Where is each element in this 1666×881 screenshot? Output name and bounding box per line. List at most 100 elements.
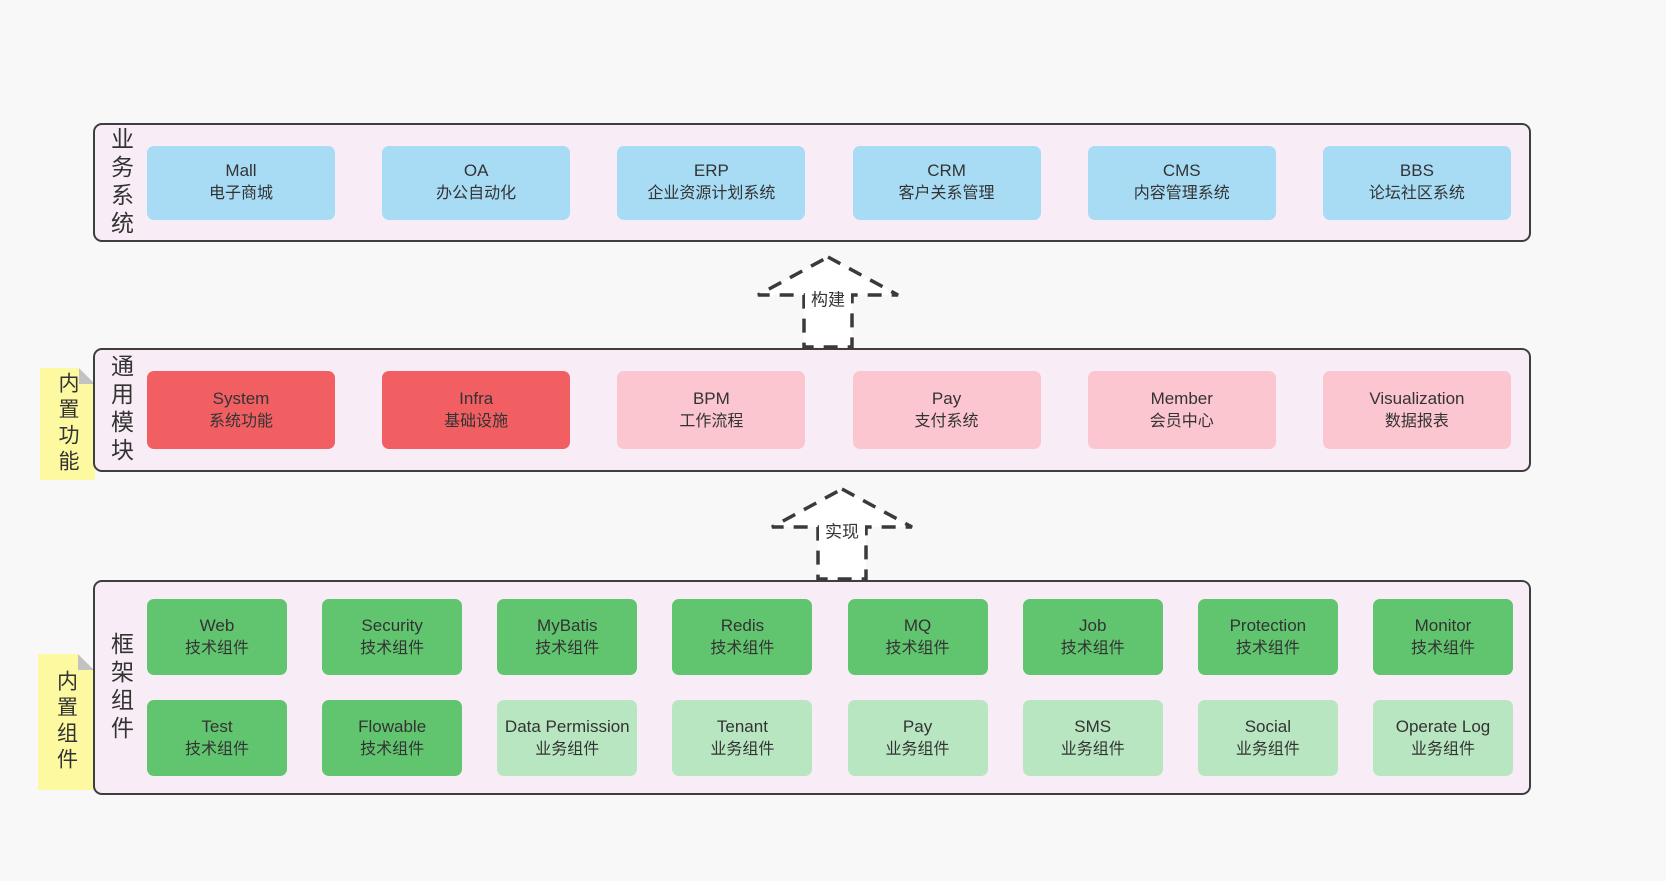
arrow-build-label: 构建 (805, 282, 851, 314)
box-visualization: Visualization 数据报表 (1322, 371, 1511, 449)
box-title: Mall (225, 161, 257, 181)
arrow-build: 构建 (753, 254, 903, 350)
box-title: Pay (902, 716, 933, 736)
box-sms: SMS 业务组件 (1022, 700, 1163, 776)
box-title: BBS (1399, 161, 1434, 181)
box-subtitle: 业务组件 (710, 740, 775, 758)
box-subtitle: 业务组件 (885, 740, 950, 758)
box-title: Visualization (1369, 388, 1465, 408)
box-subtitle: 技术组件 (535, 639, 600, 657)
box-subtitle: 论坛社区系统 (1368, 185, 1465, 203)
box-subtitle: 会员中心 (1149, 412, 1214, 430)
box-monitor: Monitor 技术组件 (1372, 599, 1513, 675)
box-subtitle: 技术组件 (184, 639, 249, 657)
box-title: Pay (931, 388, 962, 408)
box-title: CRM (927, 161, 966, 181)
box-system: System 系统功能 (147, 371, 335, 449)
box-security: Security 技术组件 (322, 599, 463, 675)
box-bpm: BPM 工作流程 (617, 371, 806, 449)
box-job: Job 技术组件 (1022, 599, 1163, 675)
box-pay: Pay 支付系统 (852, 371, 1041, 449)
box-mall: Mall 电子商城 (147, 145, 335, 220)
box-subtitle: 技术组件 (360, 639, 425, 657)
box-cms: CMS 内容管理系统 (1087, 145, 1276, 220)
box-subtitle: 支付系统 (914, 412, 979, 430)
box-flowable: Flowable 技术组件 (322, 700, 463, 776)
box-title: CMS (1162, 161, 1201, 181)
box-redis: Redis 技术组件 (672, 599, 813, 675)
box-oa: OA 办公自动化 (382, 145, 571, 220)
box-title: MQ (903, 615, 932, 635)
box-subtitle: 技术组件 (1235, 639, 1300, 657)
box-title: System (212, 388, 270, 408)
box-bbs: BBS 论坛社区系统 (1322, 145, 1511, 220)
box-title: BPM (692, 388, 730, 408)
box-title: Protection (1229, 615, 1307, 635)
box-subtitle: 系统功能 (208, 412, 273, 430)
common-modules-boxes: System 系统功能 Infra 基础设施 BPM 工作流程 Pay 支付系统 Member 会… (145, 371, 1529, 449)
box-title: Test (201, 716, 233, 736)
box-subtitle: 技术组件 (710, 639, 775, 657)
box-title: Infra (459, 388, 494, 408)
box-subtitle: 业务组件 (535, 740, 600, 758)
sticky-note-built-in-components: 内置组件 (38, 654, 94, 790)
box-subtitle: 技术组件 (885, 639, 950, 657)
box-subtitle: 内容管理系统 (1133, 185, 1230, 203)
sticky-note-built-in-features: 内置功能 (40, 368, 95, 480)
box-tenant: Tenant 业务组件 (672, 700, 813, 776)
band-common-modules: 通用模块 System 系统功能 Infra 基础设施 BPM 工作流程 Pay 支付系统 Me… (93, 348, 1531, 472)
box-subtitle: 数据报表 (1384, 412, 1449, 430)
band-label-common-modules: 通用模块 (107, 354, 134, 466)
box-title: Data Permission (504, 716, 630, 736)
box-subtitle: 业务组件 (1060, 740, 1125, 758)
box-title: Operate Log (1395, 716, 1491, 736)
box-title: Flowable (358, 716, 427, 736)
arrow-implement-label: 实现 (819, 514, 865, 546)
box-operate-log: Operate Log 业务组件 (1372, 700, 1513, 776)
sticky-fold-icon (78, 654, 94, 670)
box-subtitle: 技术组件 (1410, 639, 1475, 657)
box-social: Social 业务组件 (1197, 700, 1338, 776)
box-title: SMS (1074, 716, 1112, 736)
box-title: OA (463, 161, 489, 181)
business-systems-boxes: Mall 电子商城 OA 办公自动化 ERP 企业资源计划系统 CRM 客户关系管理 CMS 内容… (145, 145, 1529, 220)
box-title: Security (361, 615, 423, 635)
box-subtitle: 业务组件 (1410, 740, 1475, 758)
box-subtitle: 业务组件 (1235, 740, 1300, 758)
box-test: Test 技术组件 (147, 700, 287, 776)
box-protection: Protection 技术组件 (1197, 599, 1338, 675)
box-member: Member 会员中心 (1087, 371, 1276, 449)
box-subtitle: 技术组件 (184, 740, 249, 758)
sticky-label: 内置功能 (56, 372, 79, 476)
box-subtitle: 技术组件 (360, 740, 425, 758)
band-business-systems: 业务系统 Mall 电子商城 OA 办公自动化 ERP 企业资源计划系统 CRM 客户关系管理… (93, 123, 1531, 242)
box-title: Web (199, 615, 235, 635)
box-subtitle: 基础设施 (444, 412, 509, 430)
box-infra: Infra 基础设施 (382, 371, 571, 449)
box-erp: ERP 企业资源计划系统 (617, 145, 806, 220)
band-label-business-systems: 业务系统 (107, 126, 134, 239)
box-subtitle: 客户关系管理 (898, 185, 995, 203)
box-subtitle: 企业资源计划系统 (647, 185, 776, 203)
box-title: Job (1078, 615, 1107, 635)
box-subtitle: 工作流程 (679, 412, 744, 430)
box-subtitle: 办公自动化 (436, 185, 517, 203)
box-title: Social (1244, 716, 1291, 736)
box-mq: MQ 技术组件 (847, 599, 988, 675)
box-title: Redis (720, 615, 765, 635)
box-pay: Pay 业务组件 (847, 700, 988, 776)
box-title: Tenant (716, 716, 768, 736)
box-subtitle: 电子商城 (208, 185, 273, 203)
box-title: ERP (693, 161, 729, 181)
box-web: Web 技术组件 (147, 599, 287, 675)
box-title: Member (1150, 388, 1213, 408)
box-data-permission: Data Permission 业务组件 (497, 700, 638, 776)
box-subtitle: 技术组件 (1060, 639, 1125, 657)
box-title: Monitor (1414, 615, 1472, 635)
sticky-label: 内置组件 (54, 670, 78, 774)
band-label-framework-components: 框架组件 (107, 631, 134, 744)
